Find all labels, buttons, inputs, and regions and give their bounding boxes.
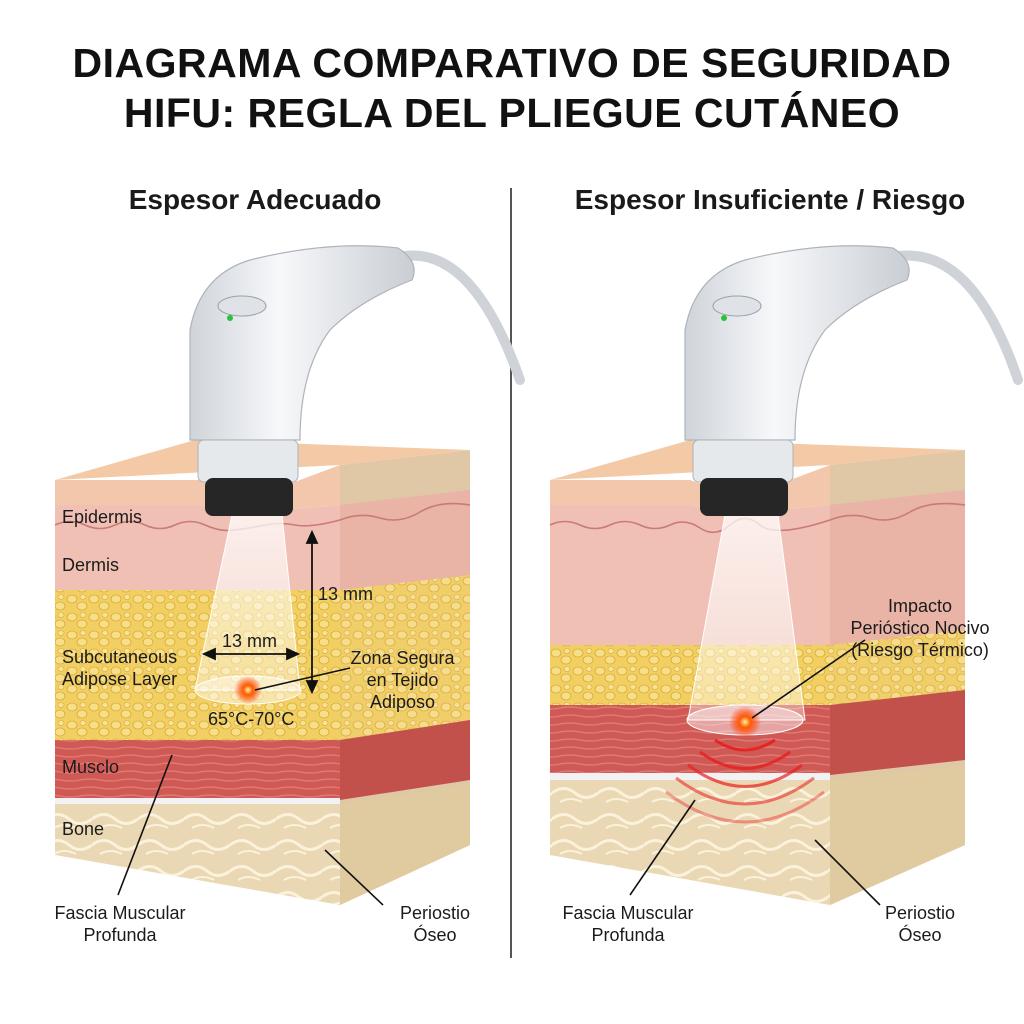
label-temperature: 65°C-70°C: [208, 709, 295, 729]
left-device-button-panel: [217, 295, 267, 317]
label-left-fascia: Fascia Muscular Profunda: [54, 903, 186, 945]
label-epidermis: Epidermis: [62, 507, 143, 527]
right-device-cable: [883, 250, 1023, 385]
right-focal-point: [729, 706, 761, 738]
label-right-fascia: Fascia Muscular Profunda: [562, 903, 694, 945]
right-periosteum-leader: [814, 839, 881, 906]
panel-divider: [510, 188, 512, 958]
left-fascia-leader: [117, 754, 173, 896]
label-safe-zone: Zona Segura en Tejido Adiposo: [350, 648, 455, 712]
label-bone: Bone: [62, 819, 105, 839]
label-left-periosteum: Periostio Óseo: [399, 903, 471, 945]
left-device-transducer-head: [205, 478, 293, 516]
label-right-periosteum: Periostio Óseo: [884, 903, 956, 945]
right-bone-layer: [550, 780, 830, 905]
right-device-led: [721, 315, 727, 321]
label-dermis: Dermis: [62, 555, 119, 575]
title-line-1: DIAGRAMA COMPARATIVO DE SEGURIDAD: [72, 40, 952, 86]
left-hifu-device: [189, 245, 525, 516]
right-fascia-band: [550, 773, 830, 780]
left-focal-point: [234, 676, 262, 704]
page-title: DIAGRAMA COMPARATIVO DE SEGURIDAD HIFU: …: [0, 38, 1024, 138]
label-depth-measure: 13 mm: [318, 584, 374, 604]
left-device-led: [227, 315, 233, 321]
left-depth-arrow: [305, 529, 319, 695]
left-muscle-layer: [55, 740, 340, 800]
right-impact-leader: [751, 639, 866, 719]
label-periosteal-impact: Impacto Perióstico Nocivo (Riesgo Térmic…: [850, 596, 990, 660]
left-device-body: [189, 245, 415, 441]
left-safe-zone-leader: [254, 667, 351, 691]
left-device-cable: [390, 250, 525, 385]
title-line-2: HIFU: REGLA DEL PLIEGUE CUTÁNEO: [123, 90, 901, 136]
right-panel-heading: Espesor Insuficiente / Riesgo: [574, 184, 966, 215]
label-muscle: Musclo: [62, 757, 120, 777]
left-bone-layer: [55, 804, 340, 905]
label-adipose-layer: Subcutaneous Adipose Layer: [62, 647, 178, 689]
right-thermal-waves: [665, 738, 825, 824]
left-periosteum-leader: [324, 849, 384, 906]
right-device-transducer-head: [700, 478, 788, 516]
left-width-arrow: [201, 647, 301, 661]
right-hifu-device: [684, 245, 1023, 516]
right-device-body: [684, 245, 910, 441]
left-panel-heading: Espesor Adecuado: [128, 184, 382, 215]
right-fascia-leader: [629, 799, 696, 896]
label-width-measure: 13 mm: [222, 631, 278, 651]
left-fascia-band: [55, 798, 340, 804]
